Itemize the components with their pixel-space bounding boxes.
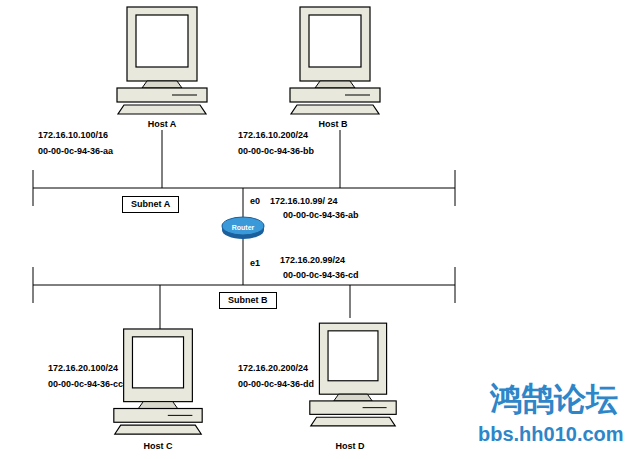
host-label: Host A — [148, 119, 177, 130]
subnet-label: Subnet A — [131, 199, 170, 210]
ip-address: 172.16.10.100/16 — [38, 130, 108, 141]
watermark: 鸿鹄论坛 — [490, 380, 618, 418]
drop-wire — [162, 130, 163, 188]
mac-address: 00-00-0c-94-36-dd — [238, 379, 314, 390]
mac-address: 00-00-0c-94-36-ab — [283, 210, 359, 221]
interface-name: e1 — [250, 258, 260, 269]
host-node: Host B — [319, 119, 348, 130]
ip-address: 172.16.10.200/24 — [238, 130, 308, 141]
drop-wire — [340, 130, 341, 188]
mac-address: 00-00-0c-94-36-aa — [38, 146, 113, 157]
computer-icon — [290, 7, 380, 114]
mac-address: 00-00-0c-94-36-cc — [48, 379, 123, 390]
ip-address: 172.16.20.100/24 — [48, 363, 118, 374]
ip-address: 172.16.20.200/24 — [238, 363, 308, 374]
bus-end — [33, 267, 34, 303]
subnet-box: Subnet A — [122, 196, 179, 213]
interface-name: e0 — [250, 196, 260, 207]
drop-wire — [350, 285, 351, 318]
ip-address: 172.16.10.99/ 24 — [270, 196, 338, 207]
bus-end — [33, 170, 34, 206]
watermark: bbs.hh010.com — [478, 422, 624, 446]
subnet-box: Subnet B — [219, 292, 277, 309]
ip-address: 172.16.20.99/24 — [280, 255, 345, 266]
mac-address: 00-00-0c-94-36-cd — [283, 270, 359, 281]
router-label: Router — [232, 224, 255, 232]
mac-address: 00-00-0c-94-36-bb — [238, 146, 314, 157]
bus-end — [455, 170, 456, 206]
computer-icon — [117, 7, 207, 114]
host-node: Host C — [144, 441, 173, 452]
bus-line — [33, 285, 455, 286]
router-symbol: Router — [221, 216, 265, 240]
host-label: Host C — [144, 441, 173, 452]
bus-end — [455, 267, 456, 303]
host-label: Host D — [336, 441, 365, 452]
bus-line — [33, 188, 455, 189]
drop-wire — [160, 285, 161, 330]
computer-icon — [114, 329, 202, 434]
subnet-label: Subnet B — [228, 295, 268, 306]
host-node: Host A — [148, 119, 177, 130]
computer-icon — [310, 323, 396, 426]
host-label: Host B — [319, 119, 348, 130]
host-node: Host D — [336, 441, 365, 452]
